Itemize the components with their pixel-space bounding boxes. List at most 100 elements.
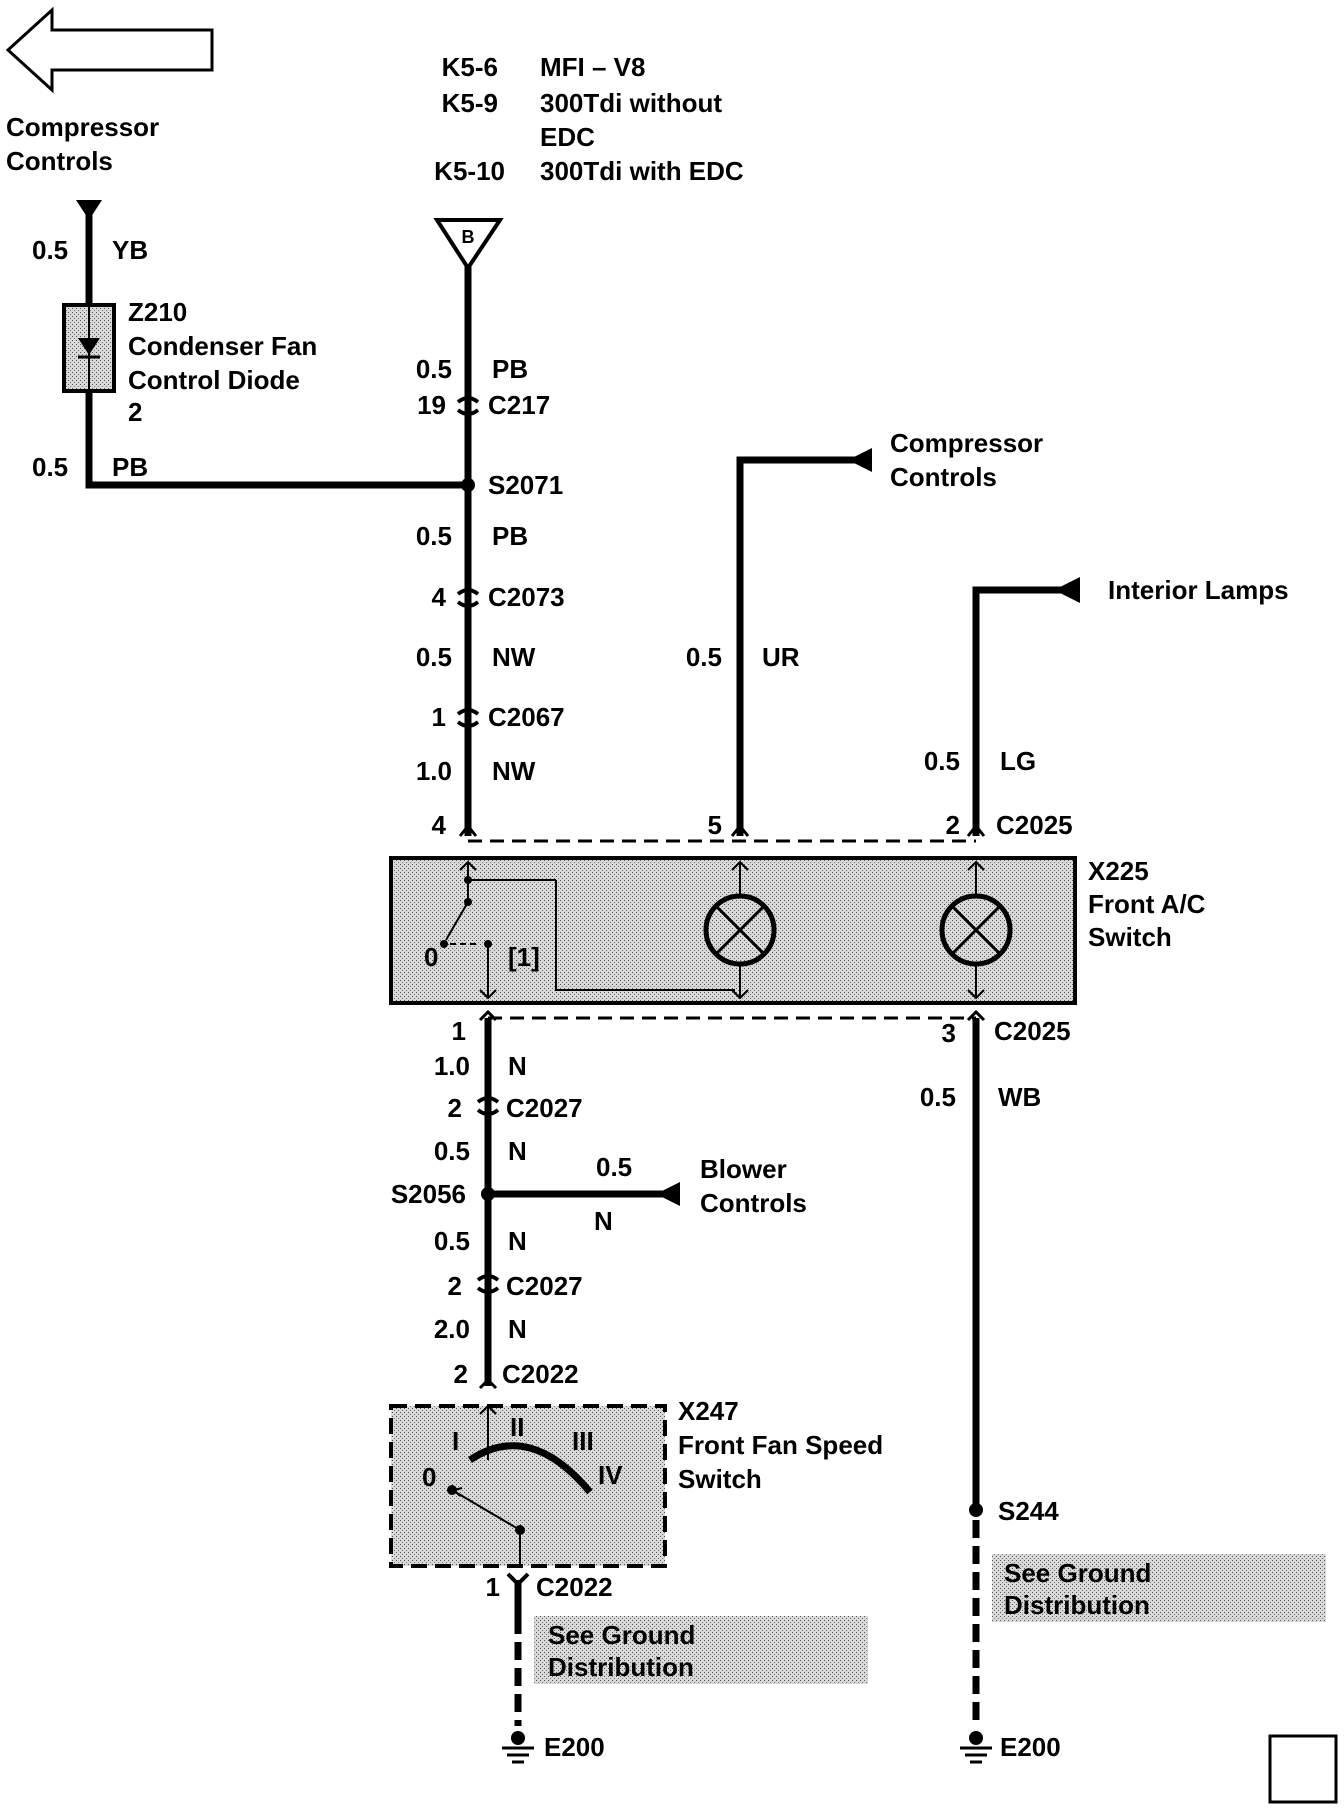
left-feed-title: Compressor — [6, 112, 159, 142]
ac-switch-name: Front A/C — [1088, 889, 1206, 919]
wire-color: YB — [112, 235, 148, 265]
wire-color: N — [594, 1206, 613, 1236]
back-arrow-icon[interactable] — [5, 6, 214, 94]
ac-switch-pos-on: [1] — [508, 942, 540, 972]
wire-gauge: 0.5 — [924, 746, 960, 776]
variant-marker-label: B — [462, 227, 475, 247]
blower-label: Blower — [700, 1154, 787, 1184]
splice-s244 — [969, 1503, 983, 1517]
wire-color: LG — [1000, 746, 1036, 776]
ground-note-left — [534, 1616, 868, 1684]
fan-switch-id: X247 — [678, 1396, 739, 1426]
connector-pin: 1 — [432, 702, 446, 732]
diode-name: Condenser Fan — [128, 331, 317, 361]
fan-pos-3: III — [572, 1426, 594, 1456]
wire-gauge: 1.0 — [434, 1051, 470, 1081]
wire-color: NW — [492, 642, 536, 672]
compressor-arrow-icon — [848, 448, 872, 472]
ac-switch-name: Switch — [1088, 922, 1172, 952]
connector-pin: 3 — [942, 1018, 956, 1048]
wire-gauge: 0.5 — [920, 1082, 956, 1112]
ground-id: E200 — [544, 1732, 605, 1762]
wire-gauge: 0.5 — [416, 521, 452, 551]
ground-note-right — [992, 1554, 1326, 1622]
connector-id: C2027 — [506, 1271, 583, 1301]
connector-pin: 2 — [448, 1271, 462, 1301]
connector-id: C2027 — [506, 1093, 583, 1123]
compressor-branch-label: Controls — [890, 462, 997, 492]
variant-marker-icon — [433, 218, 504, 272]
diode-pin: 2 — [128, 397, 142, 427]
connector-id: C2025 — [994, 1016, 1071, 1046]
connector-pin: 2 — [448, 1093, 462, 1123]
left-feed-title: Controls — [6, 146, 113, 176]
variant-code: K5-9 — [442, 88, 498, 118]
diode-id: Z210 — [128, 297, 187, 327]
wire-gauge: 0.5 — [32, 235, 68, 265]
ground-icon — [502, 1731, 534, 1764]
connector-pin: 2 — [454, 1359, 468, 1389]
splice-id: S2056 — [391, 1179, 466, 1209]
fan-pos-1: I — [452, 1426, 459, 1456]
wire-gauge: 1.0 — [416, 756, 452, 786]
wire-color: N — [508, 1226, 527, 1256]
fan-pos-2: II — [510, 1412, 524, 1442]
ac-switch-pos-off: 0 — [424, 942, 438, 972]
ground-note-text: See Ground — [1004, 1558, 1151, 1588]
ac-switch-x225[interactable] — [389, 856, 1077, 1005]
connector-id: C2073 — [488, 582, 565, 612]
connector-c2067 — [456, 708, 480, 728]
splice-s2071 — [461, 478, 475, 492]
wire-color: N — [508, 1314, 527, 1344]
ground-note-text: Distribution — [1004, 1590, 1150, 1620]
connector-c2027-upper — [476, 1096, 500, 1116]
blower-label: Controls — [700, 1188, 807, 1218]
connector-id: C217 — [488, 390, 550, 420]
connector-c2073 — [456, 588, 480, 608]
wire-gauge: 0.5 — [416, 642, 452, 672]
connector-id: C2067 — [488, 702, 565, 732]
blower-arrow-icon — [656, 1182, 680, 1206]
variant-code: K5-10 — [434, 156, 505, 186]
diode-z210[interactable] — [62, 303, 116, 393]
wire-color: PB — [492, 521, 528, 551]
connector-pin: 19 — [417, 390, 446, 420]
wire-color: WB — [998, 1082, 1041, 1112]
wire-gauge: 0.5 — [434, 1136, 470, 1166]
wire-gauge: 0.5 — [434, 1226, 470, 1256]
diode-name: Control Diode — [128, 365, 300, 395]
ground-id: E200 — [1000, 1732, 1061, 1762]
splice-id: S2071 — [488, 470, 563, 500]
splice-id: S244 — [998, 1496, 1059, 1526]
page-corner-box[interactable] — [1268, 1734, 1338, 1804]
wire-color: N — [508, 1136, 527, 1166]
wire-gauge: 2.0 — [434, 1314, 470, 1344]
connector-id: C2025 — [996, 810, 1073, 840]
variant-desc: EDC — [540, 122, 595, 152]
lamps-arrow-icon — [1054, 577, 1080, 603]
connector-pin: 4 — [432, 582, 447, 612]
wire-color: N — [508, 1051, 527, 1081]
variant-desc: MFI – V8 — [540, 52, 645, 82]
variant-desc: 300Tdi with EDC — [540, 156, 744, 186]
ground-note-text: See Ground — [548, 1620, 695, 1650]
ac-switch-id: X225 — [1088, 856, 1149, 886]
connector-c217 — [456, 396, 480, 416]
wire-gauge: 0.5 — [32, 452, 68, 482]
wire-gauge: 0.5 — [416, 354, 452, 384]
connector-id: C2022 — [502, 1359, 579, 1389]
fan-pos-0: 0 — [422, 1462, 436, 1492]
variant-desc: 300Tdi without — [540, 88, 722, 118]
wire-color: PB — [112, 452, 148, 482]
fan-switch-name: Switch — [678, 1464, 762, 1494]
connector-pin: 4 — [432, 810, 447, 840]
connector-pin: 1 — [452, 1016, 466, 1046]
connector-pin: 2 — [946, 810, 960, 840]
connector-pin: 5 — [708, 810, 722, 840]
connector-pin: 1 — [486, 1572, 500, 1602]
variant-table: K5-6 MFI – V8 K5-9 300Tdi without EDC K5… — [434, 52, 744, 186]
fan-speed-switch-x247[interactable] — [389, 1404, 667, 1568]
connector-id: C2022 — [536, 1572, 613, 1602]
